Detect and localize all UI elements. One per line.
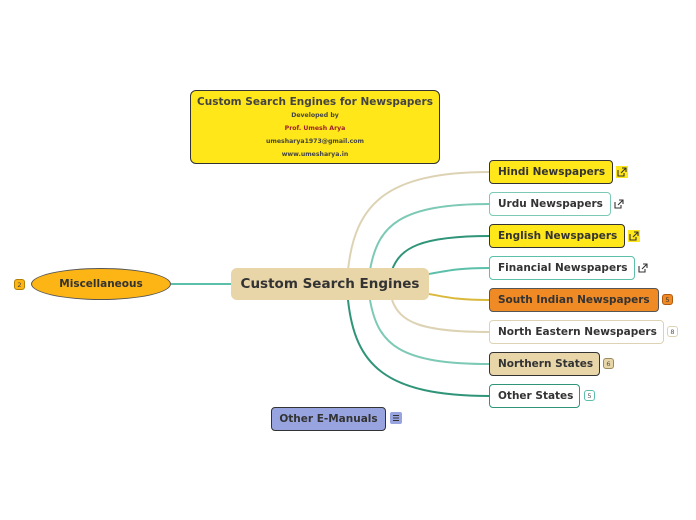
developed-by-text: Developed by (291, 112, 339, 119)
link-hindi (347, 171, 491, 271)
link-financial (428, 267, 491, 275)
miscellaneous-topic[interactable]: Miscellaneous (31, 268, 171, 300)
link-northeast (391, 299, 491, 333)
branch-label: English Newspapers (498, 230, 618, 242)
branch-label: Financial Newspapers (498, 262, 628, 274)
branch-label: South Indian Newspapers (498, 294, 650, 306)
link-northern (369, 299, 491, 365)
branch-label: Other States (498, 390, 574, 402)
central-topic[interactable]: Custom Search Engines (231, 268, 429, 300)
branch-label: Northern States (498, 358, 594, 370)
external-link-icon[interactable] (637, 262, 649, 274)
branch-urdu-newspapers[interactable]: Urdu Newspapers (489, 192, 611, 216)
link-urdu (369, 203, 491, 271)
link-south (428, 293, 491, 301)
branch-south-indian-newspapers[interactable]: South Indian Newspapers (489, 288, 659, 312)
branch-northern-states[interactable]: Northern States (489, 352, 600, 376)
link-other (347, 299, 491, 397)
branch-hindi-newspapers[interactable]: Hindi Newspapers (489, 160, 613, 184)
external-link-icon[interactable] (628, 230, 640, 242)
count-badge[interactable]: 8 (667, 326, 678, 337)
count-badge[interactable]: 5 (584, 390, 595, 401)
title-box[interactable]: Custom Search Engines for Newspapers Dev… (190, 90, 440, 164)
other-e-manuals-label: Other E-Manuals (279, 413, 378, 425)
count-badge[interactable]: 6 (603, 358, 614, 369)
branch-label: North Eastern Newspapers (498, 326, 657, 338)
branch-label: Hindi Newspapers (498, 166, 606, 178)
external-link-icon[interactable] (616, 166, 628, 178)
branch-english-newspapers[interactable]: English Newspapers (489, 224, 625, 248)
notes-icon[interactable] (390, 412, 402, 424)
website-text: www.umesharya.in (281, 151, 349, 158)
count-badge[interactable]: 5 (662, 294, 673, 305)
external-link-icon[interactable] (613, 198, 625, 210)
link-english (391, 235, 491, 271)
branch-other-states[interactable]: Other States (489, 384, 580, 408)
title-text: Custom Search Engines for Newspapers (197, 96, 433, 108)
central-topic-label: Custom Search Engines (240, 276, 420, 292)
other-e-manuals-topic[interactable]: Other E-Manuals (271, 407, 386, 431)
branch-north-eastern-newspapers[interactable]: North Eastern Newspapers (489, 320, 664, 344)
author-text: Prof. Umesh Arya (284, 125, 346, 132)
misc-count-badge[interactable]: 2 (14, 279, 25, 290)
miscellaneous-label: Miscellaneous (59, 278, 143, 290)
branch-label: Urdu Newspapers (498, 198, 603, 210)
email-text: umesharya1973@gmail.com (266, 138, 364, 145)
branch-financial-newspapers[interactable]: Financial Newspapers (489, 256, 635, 280)
